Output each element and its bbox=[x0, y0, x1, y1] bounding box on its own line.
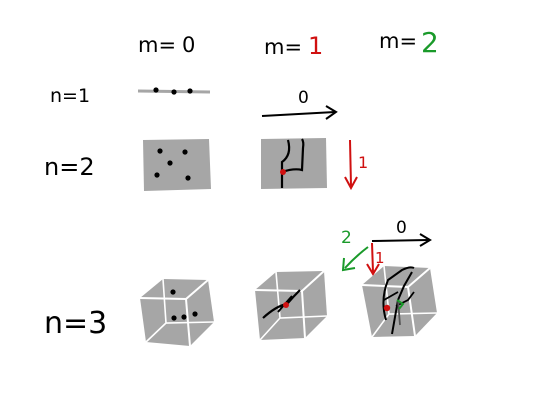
row-label-n1: n=1 bbox=[50, 85, 90, 107]
arrow-head bbox=[341, 257, 356, 272]
square-n2-m1 bbox=[261, 138, 327, 189]
surface-edge bbox=[382, 266, 415, 321]
m2-value: 2 bbox=[421, 26, 439, 59]
arrow-label: 0 bbox=[396, 218, 407, 238]
m2-prefix: m= bbox=[379, 29, 417, 53]
cube-edge bbox=[361, 267, 431, 337]
cube-n3-m1 bbox=[254, 270, 328, 341]
column-header-m0: m= 0 bbox=[138, 33, 195, 57]
cube-point bbox=[170, 289, 176, 295]
cube-point bbox=[181, 314, 187, 320]
cube-edge bbox=[254, 270, 325, 339]
column-header-m2: m= 2 bbox=[379, 26, 439, 59]
square-n2-m0 bbox=[143, 139, 211, 191]
intersection-point bbox=[283, 302, 289, 308]
arrow-label: 0 bbox=[298, 88, 309, 108]
arrow-head bbox=[366, 263, 380, 276]
cube-point bbox=[192, 311, 198, 317]
direction-arrow-n2: 1 bbox=[344, 139, 368, 191]
square-point bbox=[182, 149, 188, 155]
square-point bbox=[157, 148, 163, 154]
arrow-label: 1 bbox=[358, 153, 368, 172]
direction-arrows-n3: 0 1 2 bbox=[341, 218, 432, 276]
segment-point bbox=[187, 88, 193, 94]
arrow-shaft bbox=[371, 239, 429, 242]
surface-edge bbox=[391, 271, 413, 335]
cube-n3-m2 bbox=[361, 265, 438, 338]
arrow-shaft bbox=[344, 246, 369, 269]
segment-n1-m0 bbox=[137, 87, 211, 95]
column-header-m1: m= 1 bbox=[264, 32, 323, 60]
arrow-shaft bbox=[261, 111, 336, 117]
arrow-shaft bbox=[371, 242, 374, 273]
square-face bbox=[143, 139, 211, 191]
surface-edge bbox=[383, 291, 415, 307]
cube-edge bbox=[145, 278, 215, 343]
cube-face bbox=[255, 271, 327, 340]
curve bbox=[280, 139, 291, 188]
cube-edge bbox=[259, 271, 328, 341]
arrow-label: 1 bbox=[375, 249, 385, 267]
arrow-head bbox=[325, 105, 338, 120]
square-face bbox=[261, 138, 327, 189]
segment-point bbox=[153, 87, 159, 93]
m0-value: 0 bbox=[182, 33, 195, 57]
arrow-head bbox=[419, 233, 432, 247]
cube-edge bbox=[139, 279, 209, 347]
row-label-n2: n=2 bbox=[44, 153, 95, 181]
m1-value: 1 bbox=[308, 32, 323, 60]
cube-face bbox=[140, 279, 214, 346]
green-marker bbox=[396, 299, 405, 310]
cube-point bbox=[171, 315, 177, 321]
square-point bbox=[185, 175, 191, 181]
row-label-n3: n=3 bbox=[44, 306, 107, 341]
m1-prefix: m= bbox=[264, 35, 302, 59]
m0-prefix: m= bbox=[138, 33, 176, 57]
intersection-point bbox=[280, 169, 286, 175]
cube-n3-m0 bbox=[139, 278, 215, 347]
segment-point bbox=[171, 89, 177, 95]
arrow-label: 2 bbox=[341, 228, 352, 248]
surface-edge bbox=[397, 299, 401, 326]
arrow-head bbox=[344, 176, 358, 191]
arrow-shaft bbox=[349, 139, 352, 187]
intersection-point bbox=[383, 304, 391, 312]
direction-arrow-n1: 0 bbox=[261, 88, 338, 120]
square-point bbox=[167, 160, 173, 166]
curve bbox=[281, 138, 305, 174]
square-point bbox=[154, 172, 160, 178]
